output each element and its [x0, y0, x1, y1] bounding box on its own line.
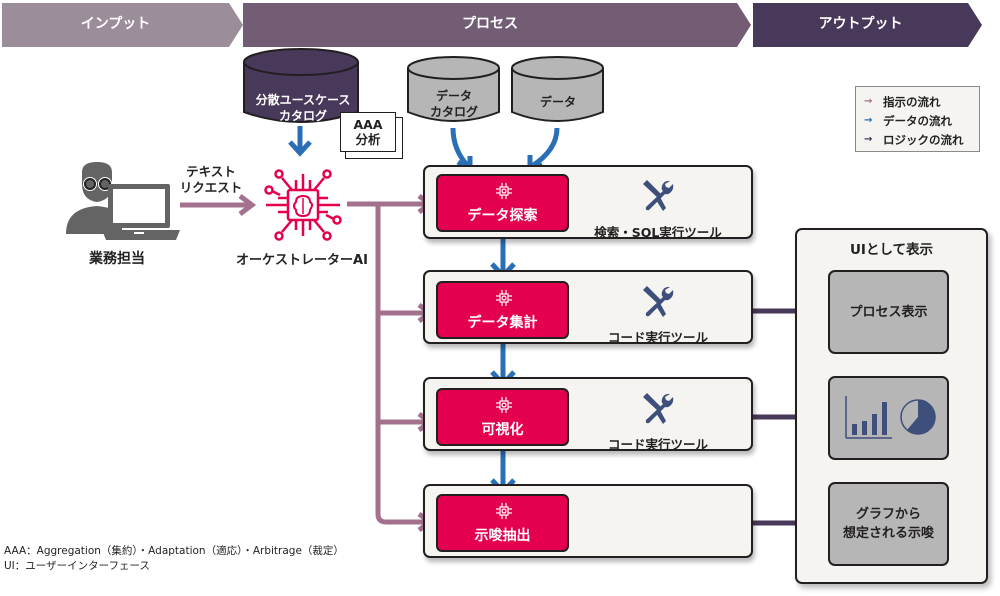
- ui-panel-title: UIとして表示: [849, 242, 934, 258]
- agent-visualization[interactable]: 可視化: [436, 388, 569, 446]
- legend-label: 指示の流れ: [883, 94, 941, 109]
- arrow-icon: →: [864, 134, 873, 145]
- user-laptop-icon: [66, 162, 180, 240]
- legend-label: ロジックの流れ: [883, 132, 964, 147]
- footnote-ui: UI：ユーザーインターフェース: [4, 560, 150, 572]
- instruction-arrow-request: [180, 194, 257, 216]
- agent-label: データ探索: [467, 208, 538, 224]
- pie-chart-icon: [899, 399, 936, 435]
- agent-insight-extraction[interactable]: 示唆抽出: [436, 494, 569, 552]
- aaa-line1: AAA: [353, 117, 383, 132]
- tool-label: コード実行ツール: [607, 330, 708, 345]
- ui-card-line1: グラフから: [855, 507, 921, 522]
- agent-chip-icon: [496, 503, 512, 519]
- usecase-catalog-label: 分散ユースケース カタログ: [244, 92, 362, 124]
- source-line2: カタログ: [429, 105, 478, 119]
- agent-chip-icon: [496, 397, 512, 413]
- legend-item-instruction: → 指示の流れ: [864, 92, 971, 111]
- orchestrator-ai-icon: [264, 169, 342, 241]
- orchestrator-label: オーケストレーターAI: [236, 253, 368, 268]
- wrench-screwdriver-icon: [643, 180, 674, 211]
- request-label-line2: リクエスト: [179, 180, 243, 195]
- bar-chart-icon: [844, 396, 892, 439]
- phase-header: [2, 3, 982, 47]
- arrow-icon: →: [864, 96, 873, 107]
- usecase-catalog-cylinder: [243, 48, 359, 123]
- request-label: テキスト リクエスト: [176, 164, 246, 196]
- phase-label-output: アウトプット: [818, 16, 903, 32]
- agent-label: 示唆抽出: [474, 528, 531, 544]
- data-arrow-catalog: [288, 126, 312, 157]
- phase-label-process: プロセス: [462, 16, 518, 32]
- aaa-line2: 分析: [355, 132, 381, 147]
- ui-card-label: グラフから 想定される示唆: [843, 505, 934, 543]
- instruction-bus: [347, 193, 435, 533]
- ui-card-line2: 想定される示唆: [842, 526, 934, 541]
- data-label: データ: [539, 95, 576, 109]
- chart-icons: [844, 396, 936, 439]
- legend: → 指示の流れ → データの流れ → ロジックの流れ: [855, 86, 980, 152]
- arrow-icon: →: [864, 115, 873, 126]
- agent-label: データ集計: [467, 315, 538, 331]
- agent-chip-icon: [496, 290, 512, 306]
- phase-chevron-process: [243, 3, 751, 47]
- wrench-screwdriver-icon: [643, 286, 674, 317]
- phase-chevron-input: [2, 3, 243, 47]
- ui-card-label: プロセス表示: [849, 304, 928, 320]
- legend-item-data: → データの流れ: [864, 111, 971, 130]
- user-label: 業務担当: [89, 251, 145, 267]
- catalog-line1: 分散ユースケース: [255, 93, 351, 107]
- source-line1: データ: [435, 89, 472, 103]
- ui-card-insights[interactable]: グラフから 想定される示唆: [828, 482, 949, 566]
- data-cylinder: [511, 56, 604, 122]
- tool-label: 検索・SQL実行ツール: [594, 225, 722, 240]
- phase-chevron-output: [753, 3, 982, 47]
- tool-label: コード実行ツール: [607, 437, 708, 452]
- data-catalog-cylinder: [407, 56, 500, 122]
- data-catalog-label: データ カタログ: [408, 88, 500, 120]
- footnote-aaa: AAA：Aggregation（集約）・Adaptation（適応）・Arbit…: [4, 545, 344, 557]
- agent-chip-icon: [496, 183, 512, 199]
- ui-card-charts[interactable]: [828, 376, 949, 460]
- catalog-line2: カタログ: [278, 109, 327, 123]
- phase-label-input: インプット: [80, 16, 151, 32]
- aaa-analysis-doc: AAA 分析: [340, 112, 396, 152]
- wrench-screwdriver-icon: [643, 393, 674, 424]
- ui-card-process-display[interactable]: プロセス表示: [828, 270, 949, 354]
- request-label-line1: テキスト: [186, 164, 236, 179]
- agent-data-aggregation[interactable]: データ集計: [436, 281, 569, 339]
- agent-label: 可視化: [481, 422, 524, 438]
- data-arrow-sources: [450, 127, 560, 175]
- legend-label: データの流れ: [883, 113, 952, 128]
- legend-item-logic: → ロジックの流れ: [864, 130, 971, 149]
- agent-data-exploration[interactable]: データ探索: [436, 174, 569, 232]
